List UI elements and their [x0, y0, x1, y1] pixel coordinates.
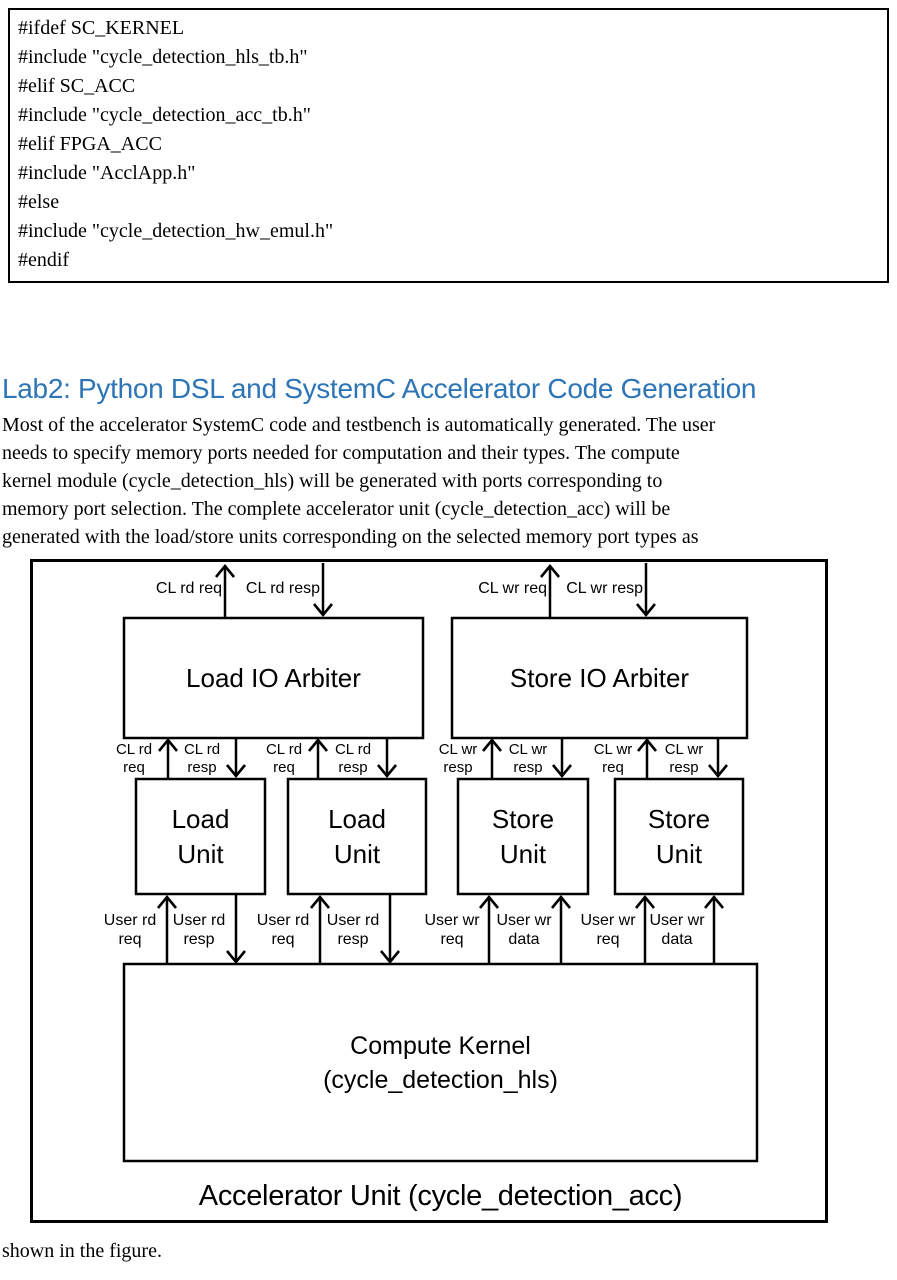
compute-kernel-line2: (cycle_detection_hls) — [323, 1065, 558, 1094]
code-line: #include "cycle_detection_hw_emul.h" — [18, 220, 334, 242]
compute-kernel-label: Compute Kernel (cycle_detection_hls) — [124, 964, 757, 1161]
load-io-arbiter-box — [122, 616, 425, 740]
section-heading: Lab2: Python DSL and SystemC Accelerator… — [2, 373, 757, 404]
code-line: #elif SC_ACC — [18, 75, 136, 97]
load-unit-2-box — [286, 777, 428, 896]
store-unit-2-line2: Unit — [655, 838, 703, 869]
store-unit-2-line1: Store — [647, 803, 711, 834]
load-unit-1-label: Load Unit — [136, 779, 265, 894]
paragraph-line: needs to specify memory ports needed for… — [2, 442, 680, 464]
store-io-arbiter-box — [450, 616, 749, 740]
code-line: #include "cycle_detection_acc_tb.h" — [18, 104, 311, 126]
load-unit-2-line2: Unit — [333, 838, 381, 869]
cl-wr-req-label: CL wr req — [478, 580, 547, 597]
diagram-graphics — [30, 559, 828, 1223]
paragraph-line: memory port selection. The complete acce… — [2, 498, 671, 520]
accelerator-unit-outer-box — [30, 559, 828, 1223]
code-line: #endif — [18, 249, 70, 271]
paragraph-line: Most of the accelerator SystemC code and… — [2, 414, 716, 436]
code-line: #else — [18, 191, 60, 213]
cl-rd-req-label: CL rd req — [155, 580, 222, 597]
store-unit-2-box — [613, 777, 745, 896]
paragraph-line: kernel module (cycle_detection_hls) will… — [2, 470, 663, 492]
store-unit-1-line1: Store — [491, 803, 555, 834]
body-paragraph: Most of the accelerator SystemC code and… — [2, 411, 897, 551]
cl-rd-resp-label: CL rd resp — [245, 580, 320, 597]
store-unit-1-label: Store Unit — [458, 779, 588, 894]
compute-kernel-box — [122, 962, 759, 1163]
code-line: #include "cycle_detection_hls_tb.h" — [18, 46, 308, 68]
load-unit-2-line1: Load — [328, 803, 386, 834]
store-unit-2-label: Store Unit — [615, 779, 743, 894]
compute-kernel-line1: Compute Kernel — [350, 1031, 531, 1060]
store-unit-1-line2: Unit — [499, 838, 547, 869]
code-line: #include "AcclApp.h" — [18, 162, 196, 184]
store-io-arbiter-label: Store IO Arbiter — [509, 662, 690, 693]
load-unit-1-box — [134, 777, 267, 896]
load-unit-1-line2: Unit — [177, 838, 224, 869]
load-unit-2-label: Load Unit — [288, 779, 426, 894]
load-unit-1-line1: Load — [171, 803, 230, 834]
code-line: #elif FPGA_ACC — [18, 133, 162, 155]
accelerator-diagram: Load IO Arbiter Store IO Arbiter Load Un… — [30, 559, 828, 1223]
load-io-arbiter-label: Load IO Arbiter — [186, 662, 361, 693]
store-unit-1-box — [456, 777, 590, 896]
accelerator-unit-label: Accelerator Unit (cycle_detection_acc) — [198, 1180, 683, 1212]
code-line: #ifdef SC_KERNEL — [18, 17, 185, 39]
cl-wr-resp-label: CL wr resp — [566, 580, 643, 597]
paragraph-line: generated with the load/store units corr… — [2, 526, 699, 548]
document-page: #ifdef SC_KERNEL #include "cycle_detecti… — [0, 8, 897, 1280]
code-block: #ifdef SC_KERNEL #include "cycle_detecti… — [8, 8, 889, 283]
closing-text: shown in the figure. — [2, 1240, 162, 1262]
